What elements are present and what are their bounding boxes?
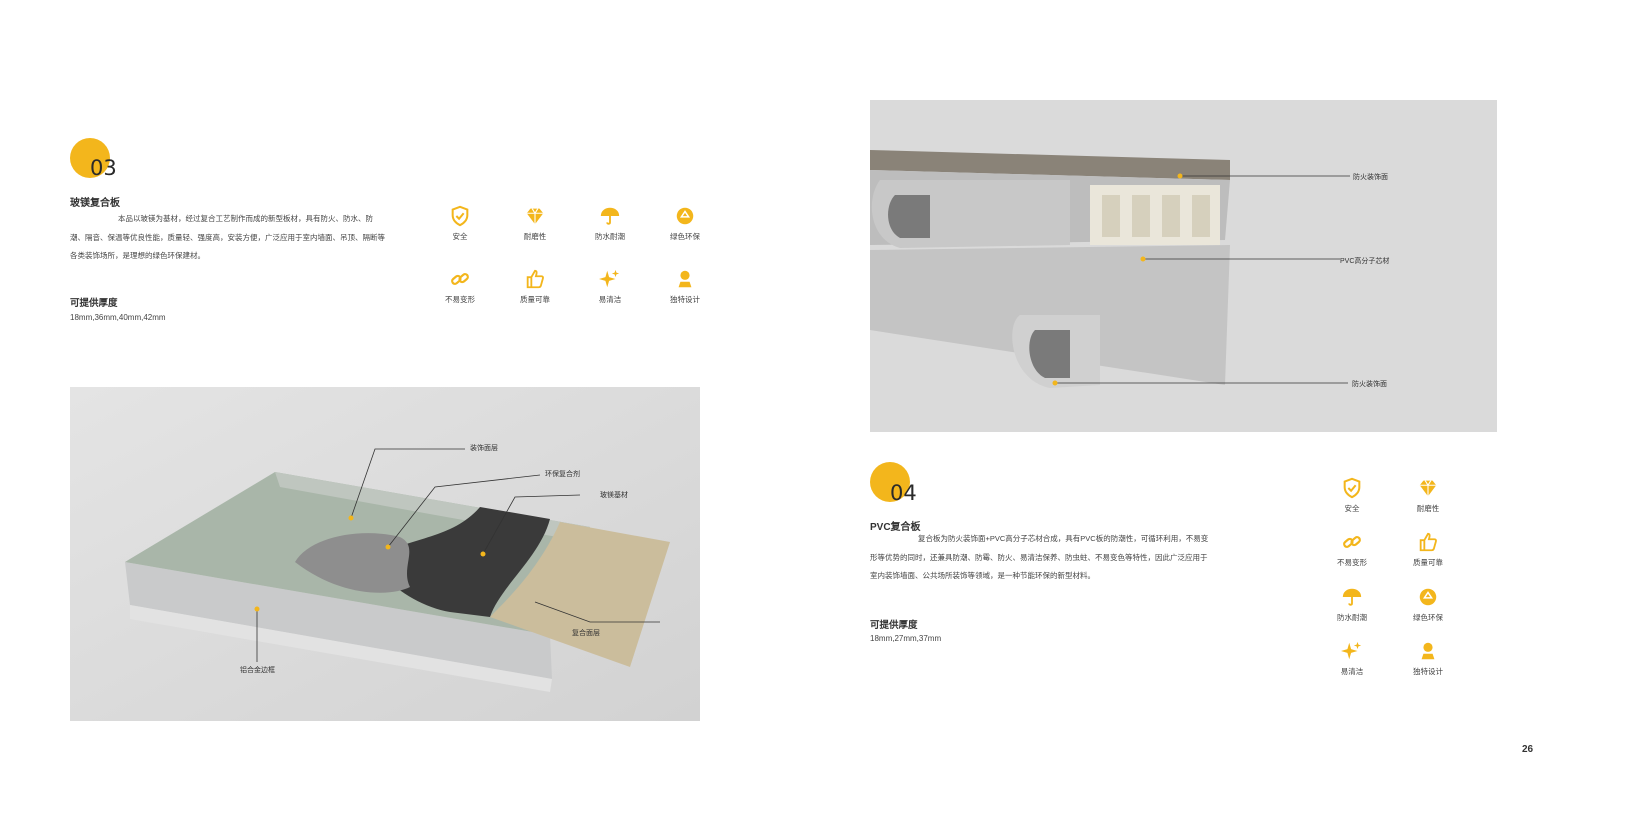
feature-label: 安全: [1344, 504, 1360, 513]
section-04-title: PVC复合板: [870, 522, 921, 533]
feature-label: 质量可靠: [520, 295, 550, 304]
shield-icon: [451, 205, 469, 227]
award-icon: [678, 270, 692, 288]
feature-label: 质量可靠: [1413, 558, 1443, 567]
feature-label: 易清洁: [1340, 667, 1364, 676]
feature-wear: 耐磨性: [1398, 477, 1458, 514]
feature-label: 安全: [452, 232, 468, 241]
feature-label: 防水耐潮: [1337, 613, 1367, 622]
feature-quality: 质量可靠: [1398, 531, 1458, 568]
feature-quality: 质量可靠: [505, 268, 565, 305]
diamond-icon: [526, 208, 544, 225]
callout-03-0: 装饰面层: [470, 445, 498, 452]
section-04-number: 04: [890, 481, 917, 505]
recycle-icon: [1419, 588, 1437, 606]
feature-easy-clean: 易清洁: [580, 268, 640, 305]
feature-waterproof: 防水耐潮: [1322, 586, 1382, 623]
feature-label: 防水耐潮: [595, 232, 625, 241]
award-icon: [1421, 642, 1435, 660]
recycle-icon: [676, 207, 694, 225]
feature-no-deform: 不易变形: [1322, 531, 1382, 568]
sparkle-icon: [1341, 641, 1362, 660]
feature-label: 独特设计: [670, 295, 700, 304]
feature-eco: 绿色环保: [1398, 586, 1458, 623]
feature-label: 耐磨性: [523, 232, 547, 241]
feature-label: 易清洁: [598, 295, 622, 304]
feature-label: 绿色环保: [1413, 613, 1443, 622]
sparkle-icon: [599, 269, 620, 288]
umbrella-icon: [1342, 588, 1362, 606]
feature-safety: 安全: [1322, 477, 1382, 514]
callout-04-1: PVC高分子芯材: [1340, 258, 1390, 265]
feature-waterproof: 防水耐潮: [580, 205, 640, 242]
thumbs-up-icon: [1419, 532, 1437, 552]
callout-03-3: 复合面层: [572, 630, 600, 637]
feature-label: 不易变形: [1337, 558, 1367, 567]
section-03-title: 玻镁复合板: [70, 198, 120, 209]
feature-design: 独特设计: [1398, 640, 1458, 677]
feature-wear: 耐磨性: [505, 205, 565, 242]
shield-icon: [1343, 477, 1361, 499]
feature-eco: 绿色环保: [655, 205, 715, 242]
callout-03-4: 铝合金边框: [240, 667, 275, 674]
feature-label: 独特设计: [1413, 667, 1443, 676]
section-04-description: 复合板为防火装饰面+PVC高分子芯材合成，具有PVC板的防潮性，可循环利用，不易…: [870, 534, 1209, 580]
callout-04-2: 防火装饰面: [1352, 381, 1387, 388]
feature-no-deform: 不易变形: [430, 268, 490, 305]
chain-icon: [451, 273, 469, 285]
callout-03-1: 环保复合剂: [545, 471, 580, 478]
pvc-panel-illustration: [870, 100, 1497, 432]
section-04-number-circle: [870, 462, 910, 502]
section-03-description: 本品以玻镁为基材，经过复合工艺制作而成的新型板材，具有防火、防水、防潮、隔音、保…: [70, 214, 385, 260]
section-04-thickness-value: 18mm,27mm,37mm: [870, 634, 942, 643]
section-03-thickness-label: 可提供厚度: [70, 298, 118, 309]
composite-panel-illustration: [70, 387, 700, 721]
section-04-thickness-label: 可提供厚度: [870, 620, 918, 631]
thumbs-up-icon: [526, 269, 544, 289]
umbrella-icon: [600, 207, 620, 225]
callout-04-0: 防火装饰面: [1353, 174, 1388, 181]
feature-label: 绿色环保: [670, 232, 700, 241]
section-03-number-circle: [70, 138, 110, 178]
product-photo-03: [70, 387, 700, 721]
page-number: 26: [1522, 744, 1534, 755]
feature-easy-clean: 易清洁: [1322, 640, 1382, 677]
feature-label: 不易变形: [445, 295, 475, 304]
feature-label: 耐磨性: [1416, 504, 1440, 513]
callout-03-2: 玻镁基材: [600, 492, 628, 499]
chain-icon: [1343, 536, 1361, 548]
product-photo-04: [870, 100, 1497, 432]
feature-design: 独特设计: [655, 268, 715, 305]
feature-safety: 安全: [430, 205, 490, 242]
diamond-icon: [1419, 480, 1437, 497]
section-03-number: 03: [90, 156, 117, 180]
section-03-thickness-value: 18mm,36mm,40mm,42mm: [70, 313, 166, 322]
